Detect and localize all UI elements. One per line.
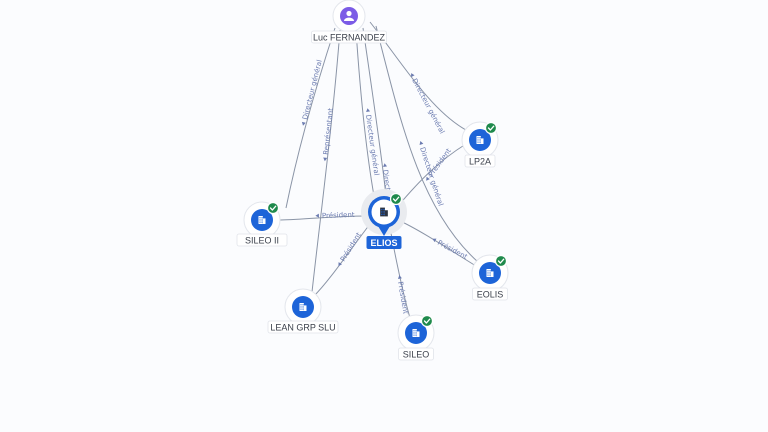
edge-arrow-icon [323,157,328,162]
edge-label: Représentant [322,107,335,155]
node-label-box [311,30,387,44]
edge-arrow-icon [432,238,437,243]
node-sileo2[interactable]: SILEO II [236,201,288,247]
node-lp2a[interactable]: LP2A [461,121,499,168]
edge-arrow-icon [301,121,306,126]
edge-line[interactable] [285,27,336,209]
edge-arrow-icon [397,275,402,279]
edge-elios-sileo2[interactable]: Président [277,211,369,221]
edge-arrow-icon [426,176,430,181]
edge-arrow-icon [315,213,319,218]
pin-tail [378,226,390,236]
edge-label: Président [339,231,363,263]
check-badge-icon [494,254,508,268]
edge-luc-elios[interactable]: Directeur général [355,29,380,197]
node-label-box [236,233,288,247]
edge-label: Directeur général [301,59,324,121]
edge-line[interactable] [311,29,341,293]
edge-label: Président [396,281,410,315]
edge-arrow-icon [411,73,415,78]
node-label: SILEO II [245,236,279,246]
nodes-layer: Luc FERNANDEZ ELIOS LP2A SILEO II EOLIS LEAN … [236,0,509,361]
edge-label: Directeur général [410,77,446,135]
edge-arrow-icon [419,141,424,145]
check-badge-icon [389,192,403,206]
building-icon [258,216,266,224]
edge-arrow-icon [366,108,371,112]
edge-arrow-icon [383,163,388,167]
building-icon [299,303,307,311]
building-icon [412,329,420,337]
node-label-box [267,320,339,334]
edge-elios-lp2a[interactable]: Président [397,143,467,207]
node-lean[interactable]: LEAN GRP SLU [267,288,339,334]
edge-line[interactable] [397,143,467,207]
edge-line[interactable] [397,219,477,267]
node-luc[interactable]: Luc FERNANDEZ [311,0,387,44]
node-elios[interactable]: ELIOS [361,189,407,249]
node-label: Luc FERNANDEZ [313,33,386,43]
node-label-box [464,154,496,168]
node-label: LP2A [469,157,491,167]
building-icon [476,136,484,144]
node-sileo[interactable]: SILEO [397,314,435,361]
node-label-box [398,347,434,361]
node-label-box [366,236,402,249]
person-icon [344,10,354,21]
check-badge-icon [484,121,498,135]
edge-line[interactable] [355,29,375,197]
edge-elios-lean[interactable]: Président [313,223,371,297]
building-icon [486,269,494,277]
edge-line[interactable] [277,215,369,221]
check-badge-icon [420,314,434,328]
edge-label: Président [436,239,469,262]
node-label: EOLIS [477,290,504,300]
node-eolis[interactable]: EOLIS [471,254,509,301]
edge-line[interactable] [375,25,479,263]
building-icon [380,207,388,217]
node-label: SILEO [403,350,430,360]
edge-elios-eolis[interactable]: Président [397,219,477,267]
check-badge-icon [266,201,280,215]
node-label-box [472,287,508,301]
edge-line[interactable] [362,27,387,197]
node-label: ELIOS [370,238,397,248]
edge-arrow-icon [338,262,342,267]
edge-label: Président [322,211,355,220]
node-label: LEAN GRP SLU [270,323,335,333]
